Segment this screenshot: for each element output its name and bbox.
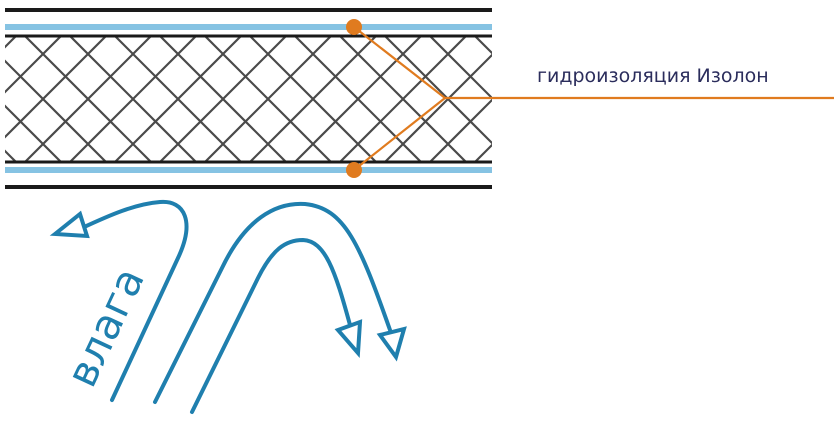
moisture-arrow-left [80, 199, 189, 402]
moisture-arrows [49, 199, 407, 414]
arrowhead-left [49, 210, 90, 239]
moisture-arrow-inner [190, 237, 352, 414]
hatch-line [69, 36, 197, 162]
callout-dot-top [346, 19, 362, 35]
arrowhead-outer [376, 326, 407, 362]
hatch-line [429, 98, 492, 162]
hatch-line [249, 36, 377, 162]
callout-dot-bottom [346, 162, 362, 178]
hatch-line [339, 36, 467, 162]
hatch-line [24, 36, 152, 162]
hatch-line [159, 36, 287, 162]
arrowhead-inner [334, 319, 363, 358]
hatch-line [5, 104, 62, 162]
moisture-label: влага [57, 260, 154, 394]
hatch-line [5, 36, 107, 139]
hatch-line [5, 36, 17, 49]
hatch-line [294, 36, 422, 162]
insulation-core-hatch [5, 36, 492, 162]
hatch-line [5, 36, 62, 94]
callout-leader [353, 26, 834, 171]
moisture-arrow-outer [153, 201, 392, 404]
hatch-line [429, 36, 492, 100]
hatch-line [5, 149, 17, 162]
layer-label: гидроизоляция Изолон [537, 65, 769, 87]
hatch-line [204, 36, 332, 162]
hatch-line [114, 36, 242, 162]
